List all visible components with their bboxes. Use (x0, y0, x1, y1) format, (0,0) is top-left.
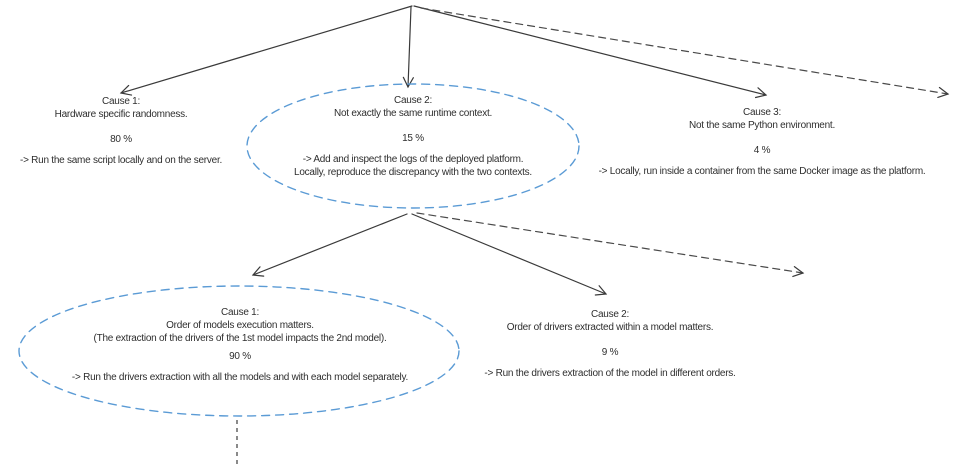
cause-action: -> Run the drivers extraction of the mod… (484, 368, 736, 379)
arrow-cause2-continuation-dashed (416, 212, 805, 278)
cause-title: Cause 1: (101, 96, 141, 107)
cause-description: Not exactly the same runtime context. (333, 108, 493, 119)
cause-description: Hardware specific randomness. (54, 109, 188, 120)
highlight-ellipse-subcause1 (18, 285, 460, 417)
cause-action: -> Locally, run inside a container from … (598, 166, 926, 177)
cause-action: Locally, reproduce the discrepancy with … (294, 167, 532, 178)
cause-action: -> Run the drivers extraction with all t… (71, 372, 409, 383)
cause-title: Cause 1: (220, 307, 260, 318)
cause-title: Cause 2: (393, 95, 433, 106)
cause-node-t1c2: Cause 2: Not exactly the same runtime co… (294, 94, 532, 179)
cause-node-t2c2: Cause 2: Order of drivers extracted with… (484, 308, 735, 380)
cause-probability: 9 % (601, 347, 619, 358)
cause-description: (The extraction of the drivers of the 1s… (93, 333, 387, 344)
cause-action: -> Add and inspect the logs of the deplo… (302, 154, 524, 165)
cause-probability: 90 % (229, 351, 251, 362)
arrow-cause2-to-subcause1 (251, 213, 408, 277)
cause-probability: 80 % (110, 134, 132, 145)
arrow-root-continuation-dashed (420, 7, 950, 99)
arrow-cause2-to-subcause2 (411, 213, 608, 296)
cause-title: Cause 2: (590, 309, 630, 320)
cause-probability: 15 % (402, 133, 424, 144)
cause-description: Not the same Python environment. (689, 120, 835, 131)
arrow-root-to-cause3 (413, 5, 768, 99)
cause-probability: 4 % (753, 145, 771, 156)
cause-node-t1c3: Cause 3: Not the same Python environment… (599, 106, 926, 178)
cause-description: Order of models execution matters. (166, 320, 314, 331)
cause-node-t2c1: Cause 1: Order of models execution matte… (72, 306, 408, 384)
highlight-ellipse-cause2 (246, 83, 580, 209)
cause-node-t1c1: Cause 1: Hardware specific randomness. 8… (20, 95, 222, 167)
arrow-root-to-cause2 (402, 6, 414, 89)
arrow-root-to-cause1 (119, 5, 413, 96)
cause-description: Order of drivers extracted within a mode… (506, 322, 714, 333)
cause-title: Cause 3: (742, 107, 782, 118)
cause-action: -> Run the same script locally and on th… (19, 155, 223, 166)
